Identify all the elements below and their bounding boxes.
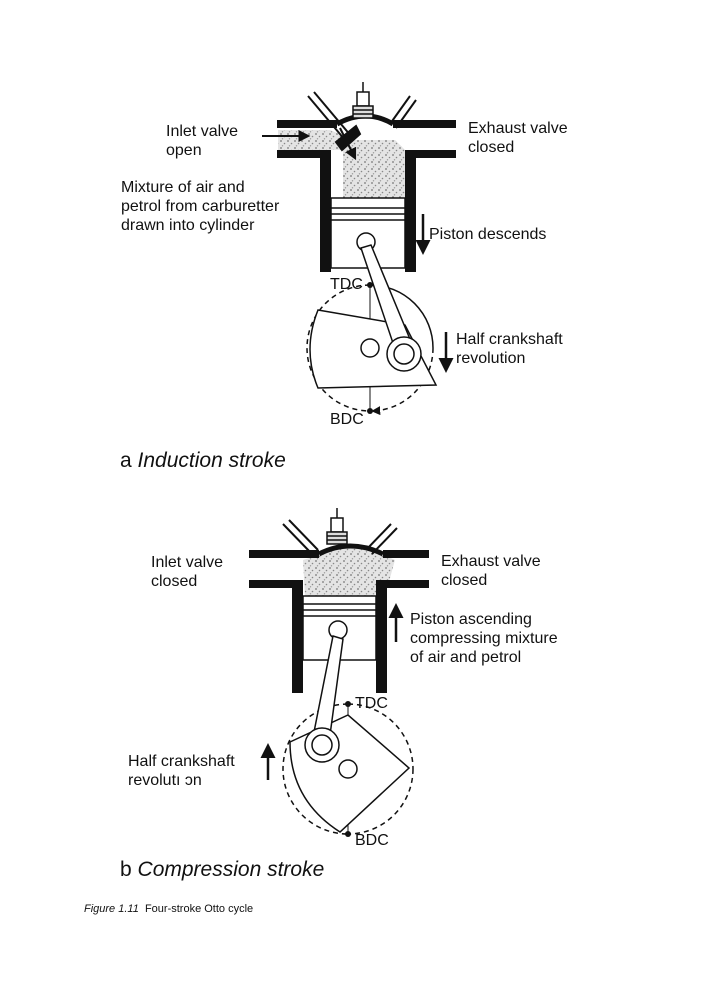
panel-a-letter: a <box>120 449 132 472</box>
figure-number: Figure 1.11 <box>84 903 139 915</box>
crank-label: Half crankshaft revolutı ɔn <box>128 753 235 789</box>
port-lower-left <box>249 580 292 588</box>
exhaust-valve-label: Exhaust valve closed <box>441 553 541 589</box>
spark-plug <box>326 508 348 545</box>
connecting-rod <box>360 244 422 372</box>
exhaust-valve <box>365 523 398 555</box>
tdc-label: TDC <box>355 695 388 712</box>
inlet-valve <box>282 519 319 555</box>
figure-caption: Figure 1.11 Four-stroke Otto cycle <box>84 903 253 915</box>
piston-label: Piston descends <box>429 226 547 243</box>
cylinder-head-left <box>249 550 319 558</box>
spark-plug <box>352 82 374 119</box>
port-lower-right <box>412 150 456 158</box>
figure-caption-text: Four-stroke Otto cycle <box>144 903 254 915</box>
cylinder-wall-left <box>320 150 331 272</box>
port-lower-right <box>387 580 429 588</box>
exhaust-valve-label: Exhaust valve closed <box>468 120 568 156</box>
panel-b-title: b Compression stroke <box>120 858 324 882</box>
exhaust-valve <box>389 95 417 129</box>
bdc-label: BDC <box>355 832 389 849</box>
bdc-label: BDC <box>330 411 364 428</box>
inflow-arrow-2 <box>339 127 357 161</box>
panel-b-title-text: Compression stroke <box>137 858 325 881</box>
cylinder-wall-left <box>292 580 303 693</box>
compressed-mixture <box>303 546 395 596</box>
connecting-rod <box>304 635 358 779</box>
inlet-valve <box>307 91 362 152</box>
cylinder-wall-right <box>405 150 416 272</box>
tdc-label: TDC <box>330 276 363 293</box>
tdc-dot <box>367 282 373 288</box>
cylinder-head-right <box>383 550 429 558</box>
combustion-chamber-roof <box>317 543 385 557</box>
panel-b-letter: b <box>120 858 132 881</box>
inlet-valve-label: Inlet valve open <box>166 123 239 159</box>
cylinder-wall-right <box>376 580 387 693</box>
fuel-mixture <box>278 130 405 198</box>
mixture-label: Mixture of air and petrol from carburett… <box>121 179 280 234</box>
bdc-dot <box>367 408 373 414</box>
panel-b-engine <box>249 508 429 837</box>
panel-a-title-text: Induction stroke <box>137 449 286 472</box>
piston-label: Piston ascending compressing mixture of … <box>410 611 558 666</box>
cylinder-head-left <box>277 120 337 128</box>
tdc-dot <box>345 701 351 707</box>
port-lower-left <box>277 150 322 158</box>
cylinder-head-right <box>393 120 456 128</box>
inlet-valve-label: Inlet valve closed <box>151 554 224 590</box>
crank-label: Half crankshaft revolution <box>456 331 563 367</box>
bdc-dot <box>345 831 351 837</box>
panel-a-engine <box>262 82 456 416</box>
panel-a-title: a Induction stroke <box>120 449 286 473</box>
